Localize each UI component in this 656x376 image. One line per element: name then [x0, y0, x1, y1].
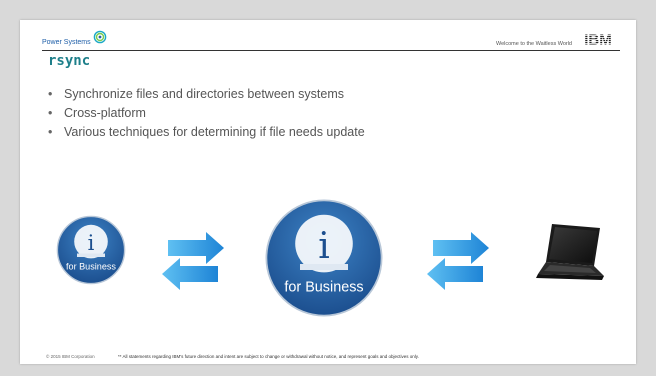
header-rule [42, 50, 620, 51]
brand-name: Power Systems [42, 39, 91, 46]
disclaimer: ** All statements regarding IBM's future… [118, 354, 419, 359]
svg-text:i: i [88, 231, 95, 255]
ibm-i-logo-icon: i for Business [265, 199, 383, 317]
slide: Power Systems Welcome to the Waitless Wo… [20, 20, 636, 364]
svg-text:for Business: for Business [284, 280, 363, 296]
bullet-list: •Synchronize files and directories betwe… [48, 85, 365, 142]
laptop-icon [536, 224, 604, 280]
power-systems-brand: Power Systems [42, 30, 107, 46]
sync-arrows-icon [162, 232, 224, 290]
sync-arrows-icon [427, 232, 489, 290]
power-systems-logo-icon [93, 30, 106, 44]
ibm-logo-icon: IBM [584, 32, 612, 46]
tagline: Welcome to the Waitless World [495, 41, 572, 47]
bullet-item: •Various techniques for determining if f… [48, 125, 365, 139]
svg-text:i: i [318, 226, 330, 267]
copyright: © 2015 IBM Corporation [46, 354, 95, 359]
svg-text:for Business: for Business [66, 262, 116, 272]
ibm-i-logo-icon: i for Business [56, 215, 126, 285]
bullet-item: •Synchronize files and directories betwe… [48, 87, 344, 101]
svg-text:IBM: IBM [584, 32, 612, 46]
bullet-item: •Cross-platform [48, 106, 146, 120]
slide-title: rsync [48, 53, 91, 69]
